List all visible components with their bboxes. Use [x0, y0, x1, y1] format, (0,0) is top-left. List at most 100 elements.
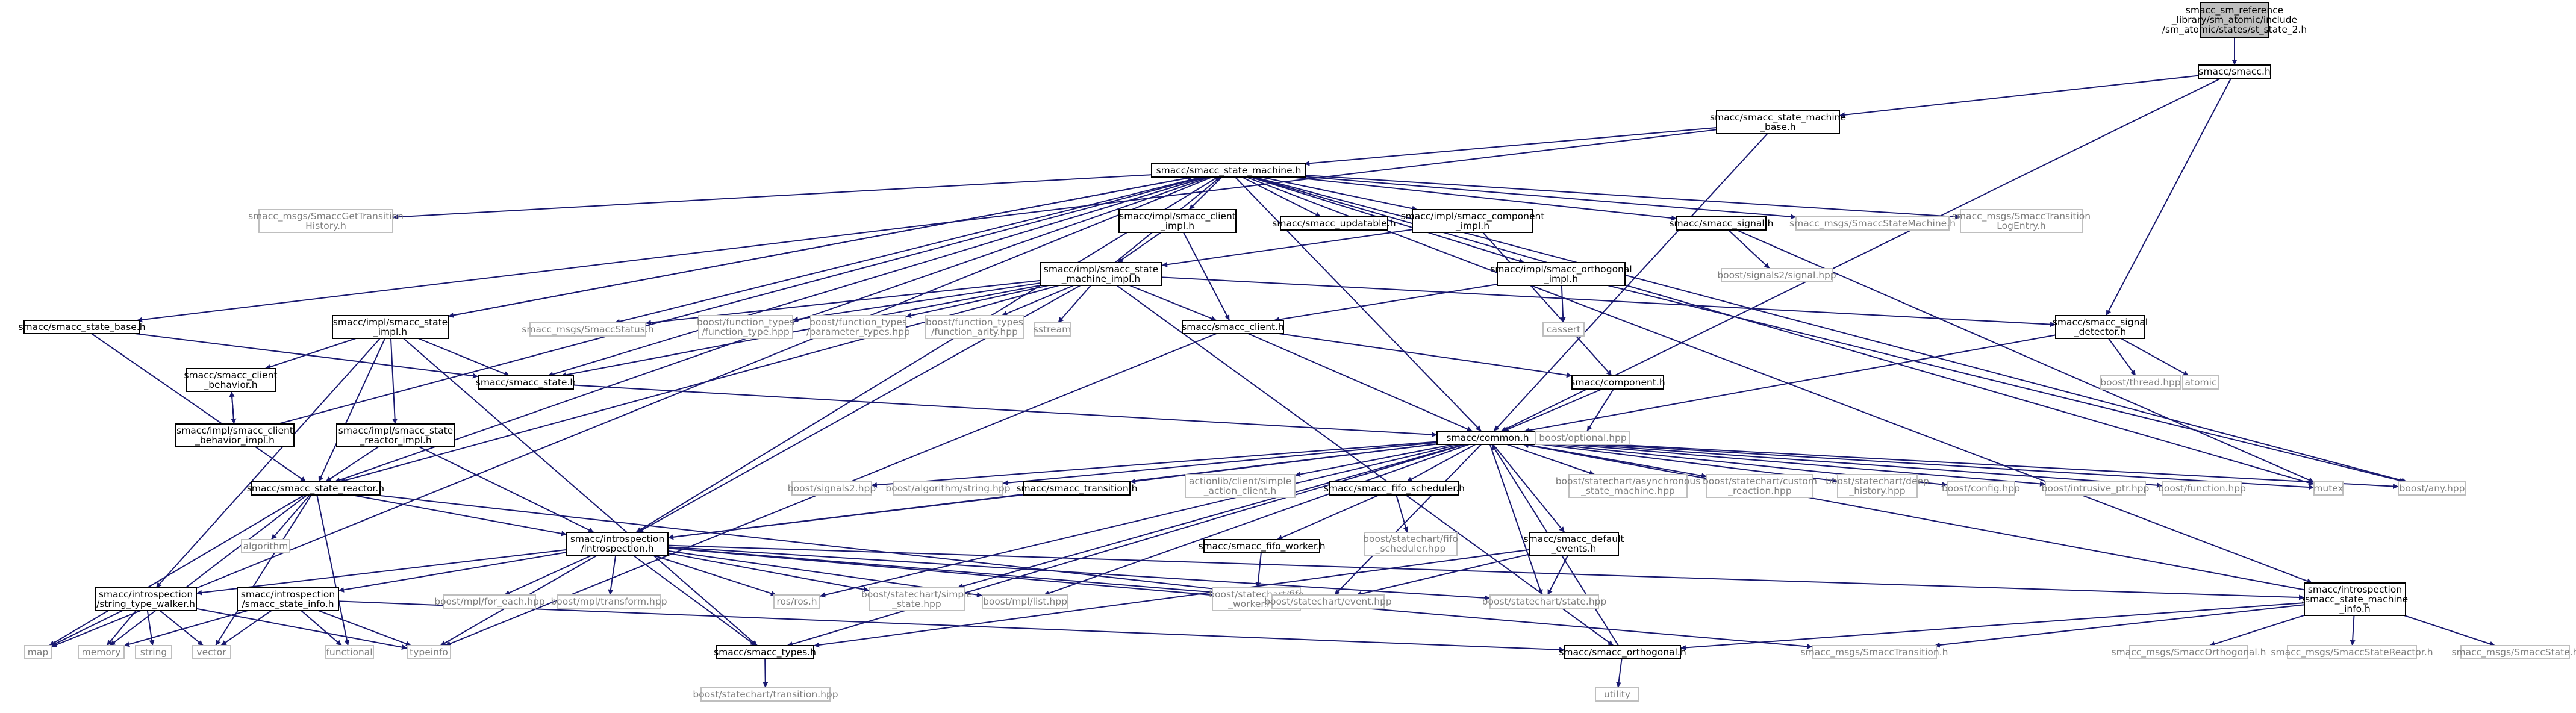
- node-box-state_h: [478, 375, 574, 390]
- edge-introspection-to-state_info: [338, 552, 567, 593]
- node-sm_base[interactable]: smacc/smacc_state_machine_base.h: [1710, 110, 1846, 134]
- node-label-mutex: mutex: [2313, 483, 2343, 494]
- node-ft_arity: boost/function_types/function_arity.hpp: [925, 315, 1024, 339]
- node-label-default_events: _events.h: [1551, 543, 1597, 555]
- edge-sm_impl-to-ft_param: [905, 285, 1049, 319]
- edge-transition-to-introspection: [667, 494, 1024, 540]
- node-box-client: [1182, 320, 1284, 334]
- node-sm[interactable]: smacc/smacc_state_machine.h: [1151, 163, 1306, 178]
- edge-reactor-to-sc_event: [375, 494, 1273, 598]
- node-vector: vector: [192, 645, 231, 659]
- node-label-root: _library/sm_atomic/include: [2171, 14, 2297, 26]
- node-fifo_sched[interactable]: smacc/smacc_fifo_scheduler.h: [1324, 481, 1465, 496]
- node-client_beh_impl[interactable]: smacc/impl/smacc_client_behavior_impl.h: [175, 423, 295, 447]
- edge-string_walker-to-string: [146, 610, 155, 646]
- node-client_beh[interactable]: smacc/smacc_client_behavior.h: [184, 368, 278, 392]
- node-box-msgs_sm: [1795, 216, 1950, 231]
- node-smacc_h[interactable]: smacc/smacc.h: [2198, 64, 2271, 79]
- edge-state_impl-to-reactor_impl: [390, 338, 398, 425]
- node-function: boost/function.hpp: [2158, 481, 2246, 496]
- node-box-orth_impl: [1497, 262, 1626, 286]
- node-box-signals2sig: [1721, 268, 1833, 282]
- node-simple_state: boost/statechart/simple_state.hpp: [861, 587, 972, 611]
- edge-comp_impl-to-sm_impl: [1161, 229, 1413, 267]
- node-sig_detector[interactable]: smacc/smacc_signal_detector.h: [2053, 315, 2148, 339]
- node-default_events[interactable]: smacc/smacc_default_events.h: [1524, 532, 1624, 556]
- edge-common-to-intrusive: [1538, 441, 2046, 487]
- node-label-ft_type: /function_type.hpp: [702, 326, 789, 338]
- node-box-ft_arity: [925, 315, 1024, 339]
- node-label-root: smacc_sm_reference: [2186, 5, 2283, 16]
- node-sc_state: boost/statechart/state.hpp: [1482, 594, 1606, 609]
- node-label-custom_reaction: boost/statechart/custom: [1703, 476, 1817, 487]
- node-state_h[interactable]: smacc/smacc_state.h: [476, 375, 576, 390]
- node-label-reactor_impl: smacc/impl/smacc_state: [338, 425, 453, 437]
- node-label-gettrans: History.h: [305, 220, 346, 231]
- node-box-map: [24, 645, 52, 659]
- edge-sig_detector-to-thread: [2108, 338, 2136, 376]
- node-string_walker[interactable]: smacc/introspection/string_type_walker.h: [95, 587, 197, 611]
- node-comp_impl[interactable]: smacc/impl/smacc_component_impl.h: [1401, 209, 1545, 233]
- node-client_impl[interactable]: smacc/impl/smacc_client_impl.h: [1118, 209, 1237, 233]
- node-orth_impl[interactable]: smacc/impl/smacc_orthogonal_impl.h: [1490, 262, 1632, 286]
- node-sm_info[interactable]: smacc/introspection/smacc_state_machine_…: [2302, 582, 2408, 616]
- node-msgs_reactor: smacc_msgs/SmaccStateReactor.h: [2271, 645, 2433, 659]
- node-label-fifo_sched: smacc/smacc_fifo_scheduler.h: [1324, 483, 1465, 494]
- edge-sig_detector-to-atomic: [2121, 338, 2189, 376]
- node-reactor[interactable]: smacc/smacc_state_reactor.h: [247, 481, 384, 496]
- node-label-mpl_transform: boost/mpl/transform.hpp: [550, 596, 667, 607]
- node-state_impl[interactable]: smacc/impl/smacc_state_impl.h: [332, 315, 449, 339]
- node-label-client_beh: _behavior.h: [203, 379, 257, 391]
- node-box-fifo_worker: [1203, 539, 1320, 553]
- node-label-msgs_sm: smacc_msgs/SmaccStateMachine.h: [1789, 218, 1956, 229]
- node-component[interactable]: smacc/component.h: [1570, 375, 1665, 390]
- node-sstream: sstream: [1034, 322, 1071, 337]
- node-common[interactable]: smacc/common.h: [1436, 431, 1539, 445]
- node-functional: functional: [325, 645, 374, 659]
- node-box-any: [2398, 481, 2466, 496]
- node-box-client_beh_impl: [175, 423, 295, 447]
- node-client[interactable]: smacc/smacc_client.h: [1182, 320, 1284, 334]
- node-state_info[interactable]: smacc/introspection/smacc_state_info.h: [237, 587, 339, 611]
- node-config: boost/config.hpp: [1942, 481, 2020, 496]
- node-label-config: boost/config.hpp: [1942, 483, 2020, 494]
- node-box-sm_info: [2304, 582, 2406, 616]
- node-box-component: [1571, 375, 1664, 390]
- edge-introspection-to-rosros: [652, 555, 777, 596]
- node-sm_impl[interactable]: smacc/impl/smacc_state_machine_impl.h: [1040, 262, 1162, 286]
- node-updatable[interactable]: smacc/smacc_updatable.h: [1272, 216, 1396, 231]
- edge-common-to-default_events: [1492, 444, 1565, 533]
- node-label-typeinfo: typeinfo: [410, 647, 448, 658]
- node-transition[interactable]: smacc/smacc_transition.h: [1016, 481, 1138, 496]
- node-label-sc_transition: boost/statechart/transition.hpp: [693, 689, 838, 700]
- node-signal[interactable]: smacc/smacc_signal.h: [1669, 216, 1774, 231]
- node-utility: utility: [1595, 687, 1639, 702]
- node-introspection[interactable]: smacc/introspection/introspection.h: [566, 532, 669, 556]
- node-label-msgs_trlog: smacc_msgs/SmaccTransition: [1952, 211, 2091, 222]
- edge-common-to-sc_event: [1334, 444, 1482, 596]
- node-types[interactable]: smacc/smacc_types.h: [714, 645, 816, 659]
- edge-common-to-actionlib: [1294, 444, 1454, 477]
- edge-sm_info-to-orthogonal: [1680, 602, 2305, 650]
- node-box-functional: [325, 645, 374, 659]
- node-atomic: atomic: [2182, 375, 2219, 390]
- edge-introspection-to-sm_info: [667, 544, 2305, 600]
- edge-state_info-to-typeinfo: [318, 610, 412, 647]
- edge-common-to-mpl_list: [1043, 444, 1470, 596]
- node-reactor_impl[interactable]: smacc/impl/smacc_state_reactor_impl.h: [336, 423, 455, 447]
- node-string: string: [135, 645, 172, 659]
- node-box-state_impl: [332, 315, 449, 339]
- node-state_base[interactable]: smacc/smacc_state_base.h: [18, 320, 146, 334]
- edge-sm-to-updatable: [1241, 176, 1321, 217]
- node-cassert: cassert: [1542, 322, 1585, 337]
- edge-sm-to-common: [1234, 176, 1482, 432]
- node-fifo_worker[interactable]: smacc/smacc_fifo_worker.h: [1198, 539, 1326, 553]
- node-box-fifo_sched_sc: [1364, 532, 1458, 556]
- edge-sm-to-msgs_trlog: [1305, 175, 1961, 220]
- node-ft_type: boost/function_types/function_type.hpp: [697, 315, 794, 339]
- edge-state_info-to-functional: [301, 610, 342, 646]
- node-label-state_impl: _impl.h: [373, 326, 407, 338]
- node-orthogonal[interactable]: smacc/smacc_orthogonal.h: [1559, 645, 1686, 659]
- node-box-config: [1947, 481, 2015, 496]
- node-label-common: smacc/common.h: [1446, 432, 1529, 443]
